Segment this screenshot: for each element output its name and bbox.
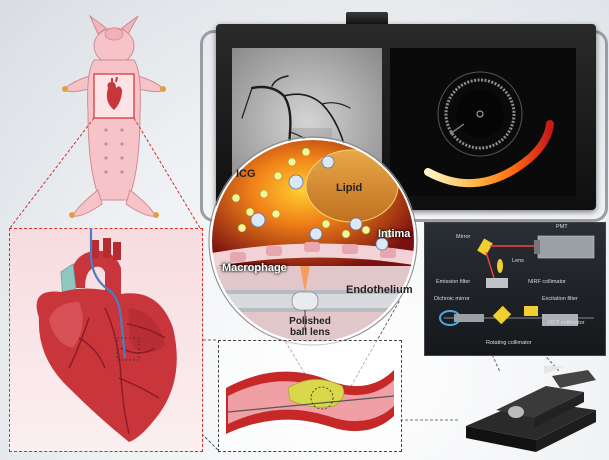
imaging-device	[456, 366, 606, 456]
optics-label-pmt: PMT	[556, 224, 568, 230]
label-endothelium: Endothelium	[346, 284, 413, 296]
optics-label-lens: Lens	[512, 258, 524, 264]
optics-label-dichroic-mirror: Dichroic mirror	[434, 296, 470, 302]
optics-label-nirf-collimator: NIRF collimator	[528, 279, 566, 285]
label-polished-ball-lens: Polished ball lens	[280, 316, 340, 338]
optics-schematic	[424, 222, 604, 354]
monitor-stand-top	[346, 12, 388, 24]
label-intima: Intima	[378, 228, 410, 240]
optics-label-excitation-filter: Excitation filter	[542, 296, 578, 302]
label-lipid: Lipid	[336, 182, 362, 194]
vessel-illustration	[218, 340, 400, 450]
label-icg: ICG	[236, 168, 256, 180]
heart-illustration	[9, 228, 201, 450]
optics-label-oct-collimator: OCT collimator	[548, 320, 585, 326]
optics-label-emission-filter: Emission filter	[436, 279, 470, 285]
label-macrophage: Macrophage	[222, 262, 287, 274]
optics-label-mirror: Mirror	[456, 234, 470, 240]
optics-label-rotating-collimator: Rotating collimator	[486, 340, 532, 346]
